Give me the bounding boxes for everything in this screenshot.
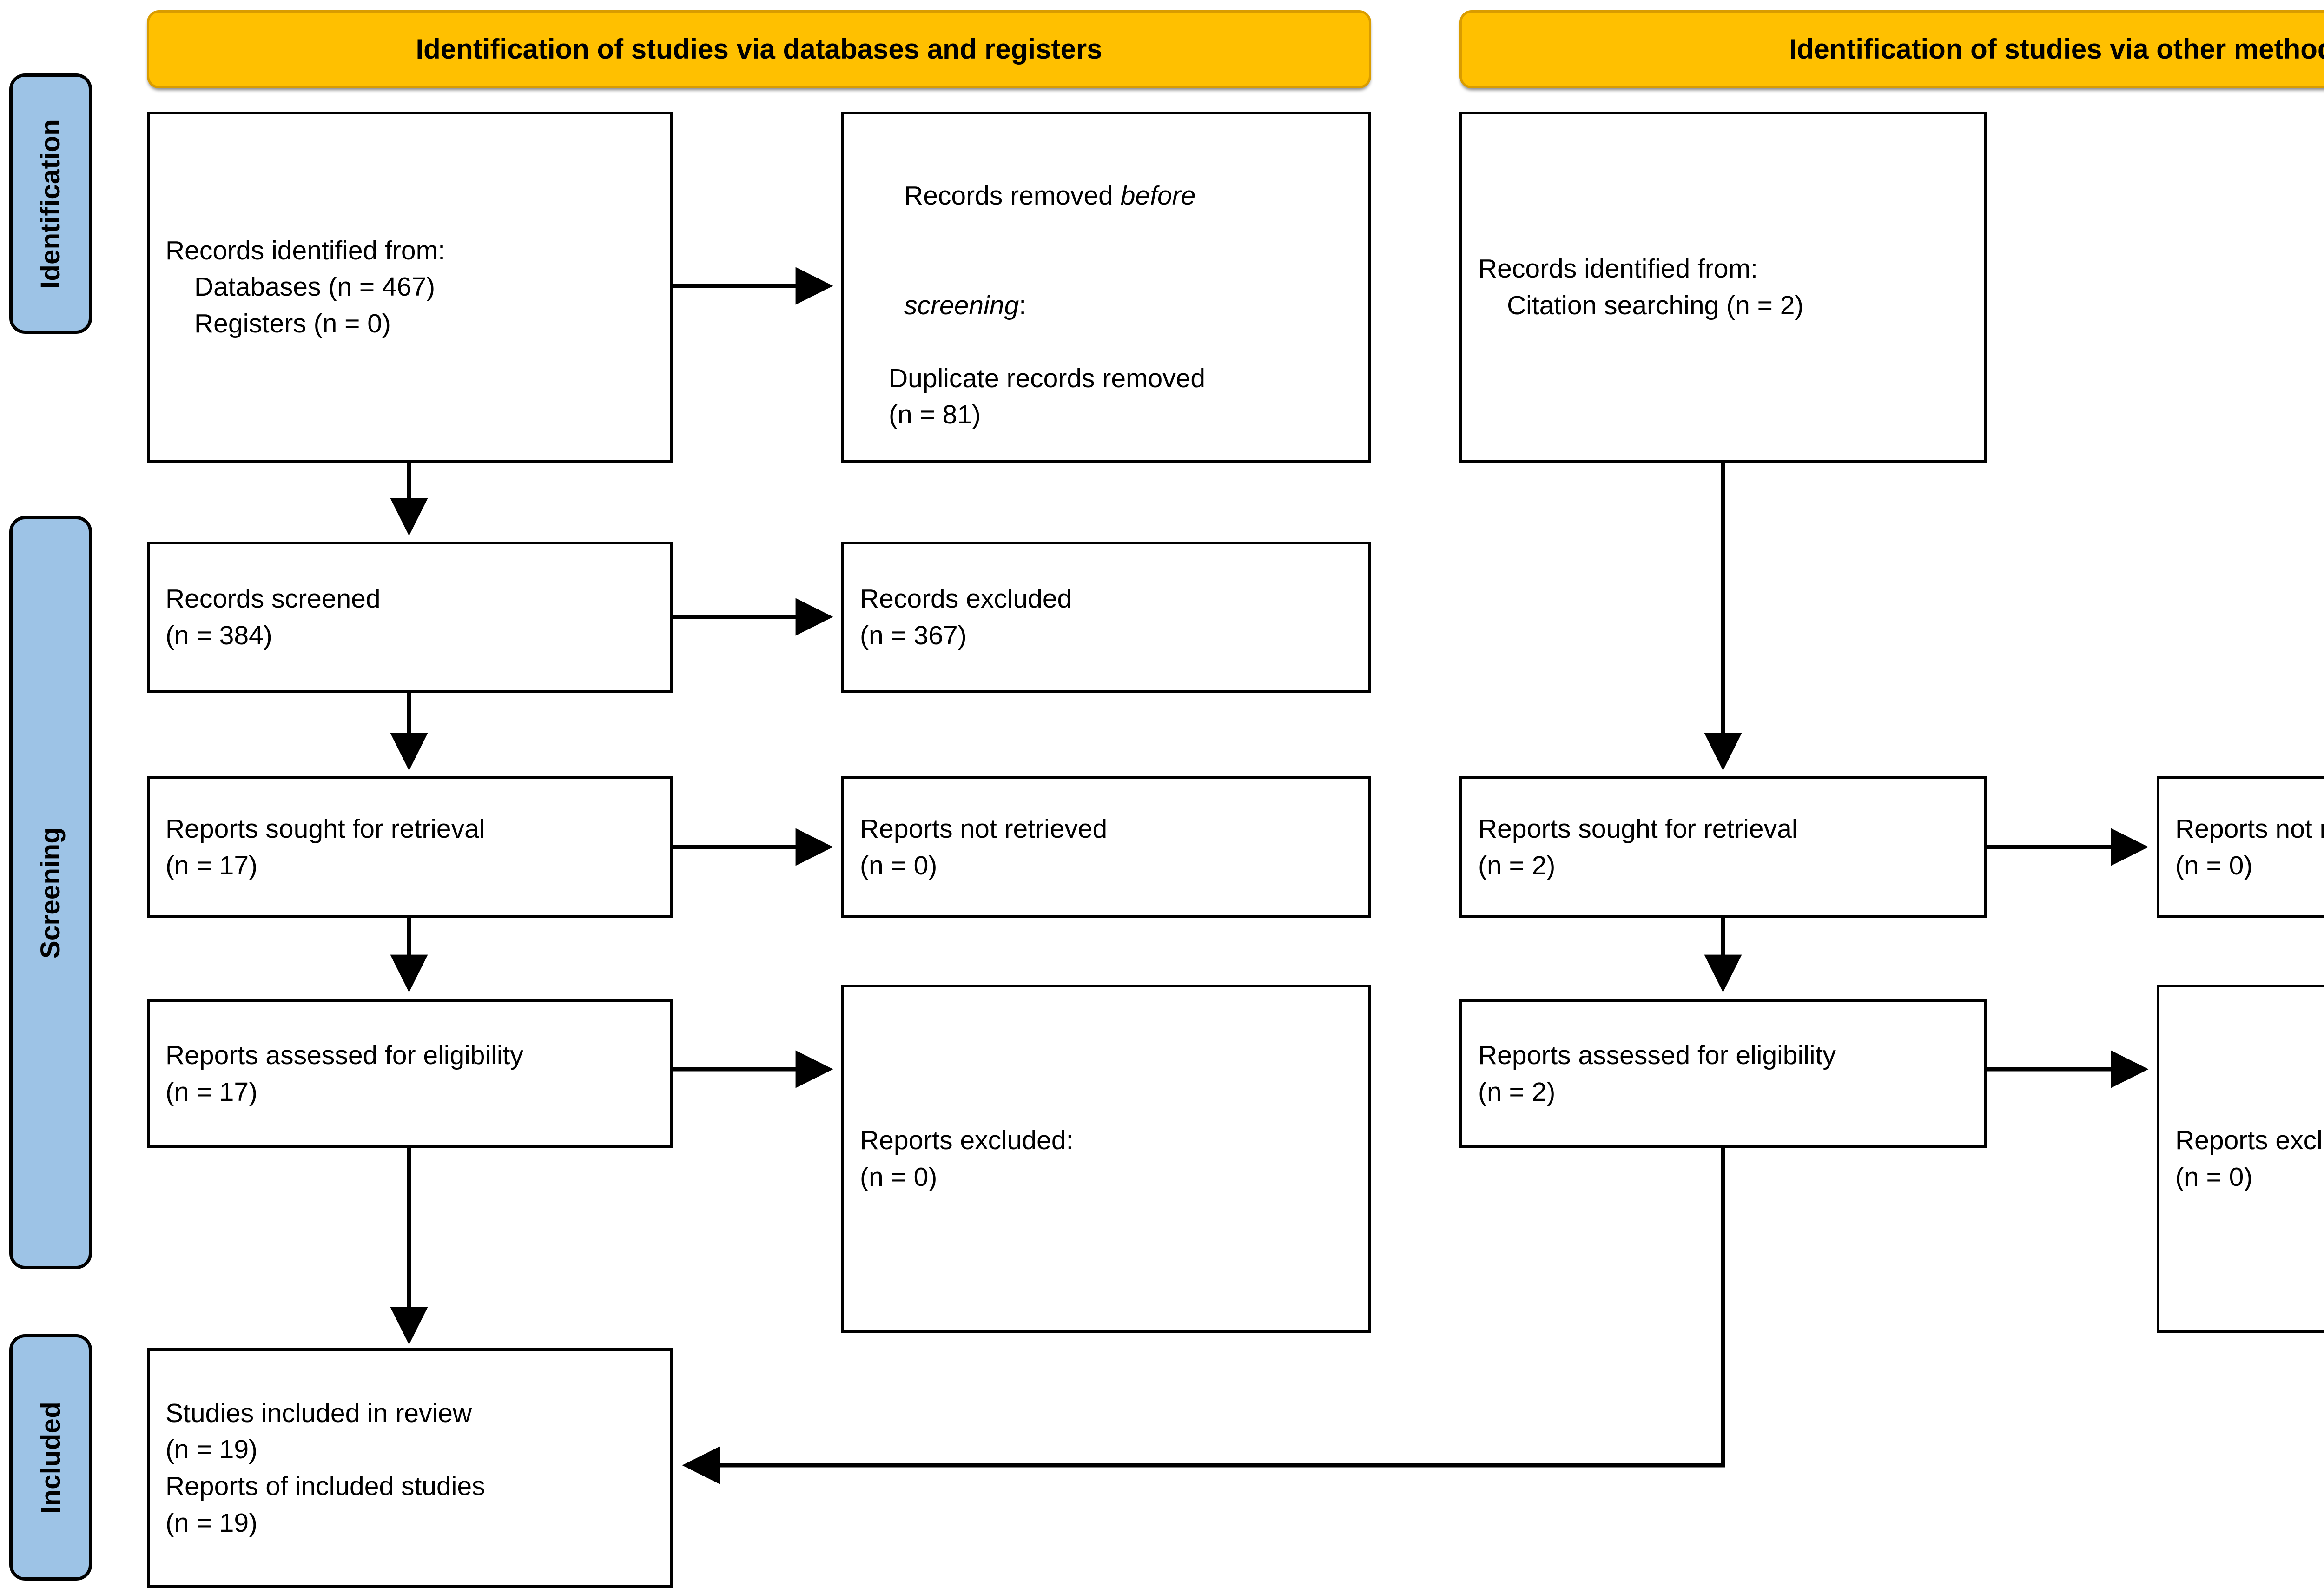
box-records-screened: Records screened (n = 384) xyxy=(147,542,673,693)
removed-italic-before: before xyxy=(1120,180,1196,211)
box-line: Reports sought for retrieval xyxy=(165,814,485,844)
box-line: screening: xyxy=(860,251,1353,360)
box-line: (n = 0) xyxy=(860,1162,938,1192)
stage-label-included: Included xyxy=(35,1401,66,1514)
column-header-other-methods: Identification of studies via other meth… xyxy=(1459,10,2324,88)
stage-label-identification: Identification xyxy=(35,119,66,289)
box-line: Reports excluded: xyxy=(860,1125,1074,1156)
box-line: Duplicate records removed xyxy=(889,363,1206,393)
box-reports-excluded-databases: Reports excluded: (n = 0) xyxy=(841,985,1371,1333)
box-records-removed-before-screening: Records removed before screening: Duplic… xyxy=(841,112,1371,463)
box-line: (n = 2) xyxy=(1478,1077,1556,1107)
box-line: Registers (n = 0) xyxy=(194,308,391,338)
box-line: (n = 17) xyxy=(165,1077,258,1107)
box-reports-sought-for-retrieval-databases: Reports sought for retrieval (n = 17) xyxy=(147,776,673,918)
stage-label-screening: Screening xyxy=(35,827,66,959)
column-header-databases: Identification of studies via databases … xyxy=(147,10,1371,88)
box-line: Reports assessed for eligibility xyxy=(1478,1040,1836,1071)
box-line: (n = 0) xyxy=(2175,1162,2253,1192)
box-line: Records removed before xyxy=(860,141,1353,251)
box-line: Databases (n = 467) xyxy=(194,272,436,302)
box-line: Records identified from: xyxy=(165,235,445,265)
column-header-databases-label: Identification of studies via databases … xyxy=(416,33,1103,65)
box-line: Studies included in review xyxy=(165,1398,472,1428)
box-reports-not-retrieved-other: Reports not retrieved (n = 0) xyxy=(2157,776,2324,918)
stage-bar-included: Included xyxy=(9,1334,92,1581)
box-records-excluded: Records excluded (n = 367) xyxy=(841,542,1371,693)
box-line: (n = 19) xyxy=(165,1435,258,1465)
removed-italic-screening: screening xyxy=(904,290,1019,320)
stage-bar-screening: Screening xyxy=(9,516,92,1269)
box-line: Reports excluded: xyxy=(2175,1125,2324,1156)
box-studies-included-in-review: Studies included in review (n = 19) Repo… xyxy=(147,1348,673,1588)
box-line: Citation searching (n = 2) xyxy=(1507,290,1804,320)
box-line: (n = 0) xyxy=(860,850,938,880)
box-reports-assessed-for-eligibility-databases: Reports assessed for eligibility (n = 17… xyxy=(147,999,673,1148)
box-reports-not-retrieved-databases: Reports not retrieved (n = 0) xyxy=(841,776,1371,918)
box-line: (n = 2) xyxy=(1478,850,1556,880)
removed-head: Records removed xyxy=(904,180,1121,211)
box-line: Reports assessed for eligibility xyxy=(165,1040,523,1071)
column-header-other-methods-label: Identification of studies via other meth… xyxy=(1789,33,2324,65)
box-line: Records identified from: xyxy=(1478,253,1758,284)
box-reports-excluded-other: Reports excluded: (n = 0) xyxy=(2157,985,2324,1333)
box-line: Records screened xyxy=(165,583,381,614)
box-line: (n = 81) xyxy=(889,400,981,430)
box-line: (n = 367) xyxy=(860,620,967,650)
box-reports-assessed-for-eligibility-other: Reports assessed for eligibility (n = 2) xyxy=(1459,999,1987,1148)
box-records-identified-other-methods: Records identified from: Citation search… xyxy=(1459,112,1987,463)
box-line: Reports not retrieved xyxy=(2175,814,2324,844)
box-line: Reports sought for retrieval xyxy=(1478,814,1798,844)
box-line: Records excluded xyxy=(860,583,1072,614)
box-line: (n = 0) xyxy=(2175,850,2253,880)
stage-bar-identification: Identification xyxy=(9,73,92,334)
removed-colon: : xyxy=(1019,290,1027,320)
box-line: (n = 19) xyxy=(165,1508,258,1538)
box-line: (n = 17) xyxy=(165,850,258,880)
box-line: (n = 384) xyxy=(165,620,272,650)
box-records-identified-databases: Records identified from: Databases (n = … xyxy=(147,112,673,463)
box-reports-sought-for-retrieval-other: Reports sought for retrieval (n = 2) xyxy=(1459,776,1987,918)
box-line: Reports not retrieved xyxy=(860,814,1108,844)
box-line: Reports of included studies xyxy=(165,1471,485,1501)
